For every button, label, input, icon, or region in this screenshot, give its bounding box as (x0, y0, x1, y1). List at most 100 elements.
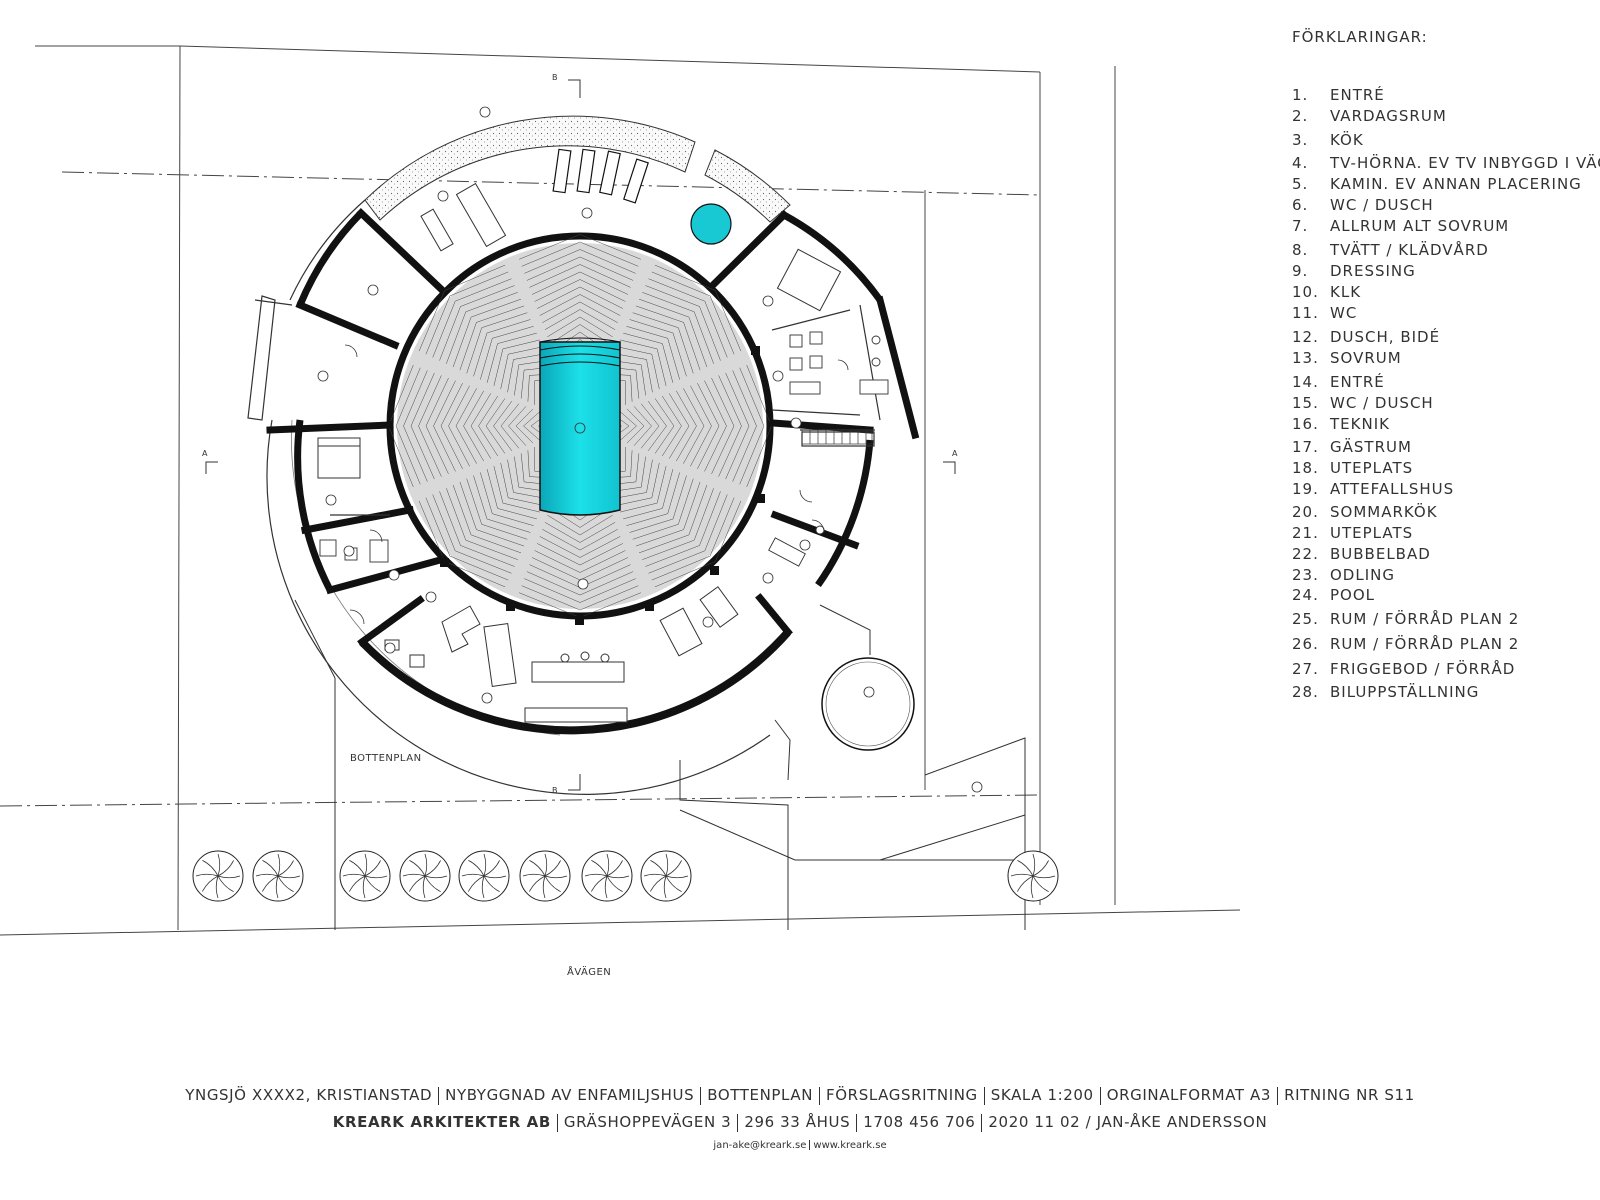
friggebod-circle (821, 657, 915, 751)
deck-line (645, 285, 700, 307)
deck-line (688, 484, 708, 535)
legend-item: 21.UTEPLATS (1292, 524, 1413, 542)
deck-line (521, 241, 581, 267)
deck-line (440, 425, 463, 470)
deck-line (388, 365, 414, 427)
deck-line (645, 545, 700, 567)
room-number-tag (388, 569, 400, 581)
deck-line (626, 408, 645, 427)
deck-line (539, 536, 581, 558)
deck-line (549, 324, 581, 345)
deck-line (709, 295, 735, 355)
deck-line (579, 522, 616, 543)
company-web: www.kreark.se (813, 1140, 887, 1151)
deck-line (486, 319, 531, 334)
deck-line (544, 309, 581, 330)
legend-item-label: WC / DUSCH (1330, 394, 1434, 412)
deck-line (455, 388, 477, 427)
room-number-tag (577, 578, 589, 590)
deck-line (432, 494, 456, 551)
legend-item-number: 15. (1292, 394, 1319, 412)
deck-line (481, 312, 528, 328)
deck-line (486, 343, 498, 383)
deck-line (452, 317, 472, 368)
deck-line (746, 365, 772, 427)
company-phone: 1708 456 706 (863, 1113, 976, 1131)
room-number-tag (481, 692, 493, 704)
deck-line (485, 425, 506, 454)
deck-line (683, 388, 705, 427)
deck-line (647, 400, 667, 427)
floor-label: BOTTENPLAN (350, 753, 422, 764)
legend-item-label: UTEPLATS (1330, 524, 1414, 542)
deck-line (471, 534, 522, 554)
deck-line (502, 339, 540, 350)
company-city: 296 33 ÅHUS (744, 1113, 851, 1131)
legend-item-label: ALLRUM ALT SOVRUM (1330, 217, 1510, 235)
drawing-number: RITNING NR S11 (1284, 1086, 1415, 1104)
deck-line (633, 406, 652, 427)
legend-item-number: 13. (1292, 349, 1319, 367)
legend-item-label: RUM / FÖRRÅD PLAN 2 (1330, 635, 1520, 653)
room-number-tag (343, 545, 355, 557)
deck-line (640, 364, 646, 396)
legend-item: 8.TVÄTT / KLÄDVÅRD (1292, 241, 1489, 259)
deck-line (697, 425, 720, 470)
room-number-tag (702, 616, 714, 628)
deck-line (432, 301, 456, 358)
legend-item-number: 10. (1292, 283, 1319, 301)
legend-item-number: 9. (1292, 262, 1309, 280)
section-a-label-right: A (952, 449, 958, 458)
deck-line (446, 488, 467, 541)
legend-item-label: RUM / FÖRRÅD PLAN 2 (1330, 610, 1520, 628)
legend-item-label: FRIGGEBOD / FÖRRÅD (1330, 660, 1516, 678)
deck-line (410, 372, 435, 427)
deck-line (746, 425, 772, 487)
legend-item-number: 7. (1292, 217, 1309, 235)
hot-tub (690, 203, 732, 245)
deck-line (699, 306, 721, 361)
section-a-label-left: A (202, 449, 208, 458)
deck-line (433, 380, 456, 427)
outer-walls (294, 210, 883, 735)
deck-line (524, 578, 581, 603)
living-furniture (384, 586, 739, 723)
deck-line (534, 550, 581, 573)
deck-line (579, 234, 641, 260)
company-street: GRÄSHOPPEVÄGEN 3 (563, 1113, 732, 1131)
deck-line (463, 390, 484, 427)
deck-line (629, 518, 674, 533)
deck-line (661, 395, 682, 427)
deck-line (616, 497, 652, 506)
legend-item-number: 27. (1292, 660, 1319, 678)
room-number-tag (581, 207, 593, 219)
deck-line (455, 425, 477, 464)
deck-line (678, 327, 694, 374)
deck-line (418, 290, 445, 352)
deck-line (471, 298, 522, 318)
deck-line (448, 425, 470, 467)
legend-item-number: 17. (1292, 438, 1319, 456)
deck-line (502, 502, 540, 513)
legend-item-label: SOVRUM (1330, 349, 1402, 367)
legend-item: 27. FRIGGEBOD / FÖRRÅD (1292, 660, 1515, 678)
deck-line (460, 285, 515, 307)
deck-line (646, 359, 653, 393)
deck-line (531, 271, 581, 295)
deck-line (654, 561, 716, 588)
deck-line (626, 513, 668, 526)
project-type: NYBYGGNAD AV ENFAMILJSHUS (445, 1086, 695, 1104)
deck-line (476, 529, 525, 547)
deck-line (579, 256, 634, 281)
summer-kitchen-furniture (420, 182, 507, 252)
outer-wall-thin (289, 199, 366, 301)
deck-line (693, 311, 714, 364)
deck-line (519, 592, 581, 618)
legend-item-number: 25. (1292, 610, 1319, 628)
room-number-tag (799, 539, 811, 551)
deck-line (478, 395, 499, 427)
deck-line (425, 295, 451, 355)
deck-line (465, 539, 518, 560)
